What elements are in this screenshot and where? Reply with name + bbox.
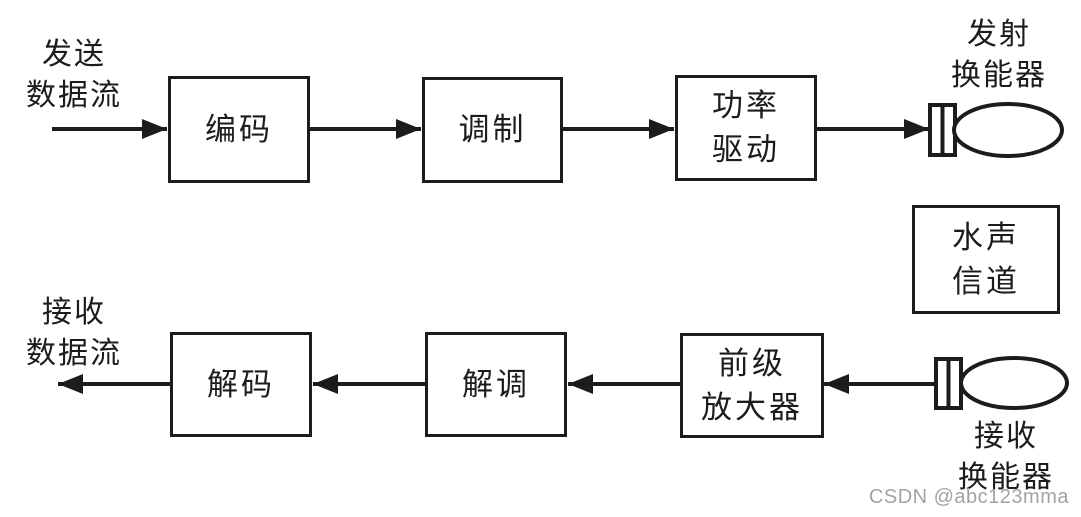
label-tx-transducer: 发射 换能器 bbox=[926, 14, 1072, 96]
label-send-data-stream: 发送 数据流 bbox=[8, 34, 140, 116]
box-demodulate-label: 解调 bbox=[462, 366, 530, 402]
label-send-data-stream-line2: 数据流 bbox=[26, 79, 122, 112]
box-modulate: 调制 bbox=[422, 77, 563, 183]
box-decode-label: 解码 bbox=[207, 366, 275, 402]
box-decode: 解码 bbox=[170, 332, 312, 437]
label-rx-transducer-line1: 接收 bbox=[974, 420, 1038, 453]
box-channel-line1: 水声 bbox=[952, 219, 1020, 255]
csdn-watermark: CSDN @abc123mma bbox=[868, 486, 1069, 508]
label-rx-transducer-line2: 换能器 bbox=[958, 461, 1054, 494]
box-demodulate: 解调 bbox=[425, 332, 567, 437]
box-power-drive-line2: 驱动 bbox=[712, 132, 780, 167]
label-receive-data-stream-line1: 接收 bbox=[42, 296, 106, 329]
box-preamp-line1: 前级 bbox=[718, 345, 786, 381]
box-preamp: 前级 放大器 bbox=[680, 333, 824, 438]
label-receive-data-stream-line2: 数据流 bbox=[26, 337, 122, 370]
box-preamp-line2: 放大器 bbox=[701, 389, 803, 425]
box-encode-label: 编码 bbox=[205, 111, 273, 147]
box-channel-line2: 信道 bbox=[952, 263, 1020, 299]
box-modulate-label: 调制 bbox=[458, 112, 527, 147]
box-channel: 水声 信道 bbox=[912, 205, 1060, 314]
tx-transducer-icon bbox=[928, 102, 1064, 158]
label-receive-data-stream: 接收 数据流 bbox=[8, 292, 140, 374]
box-power-drive-line1: 功率 bbox=[712, 88, 780, 123]
label-tx-transducer-line2: 换能器 bbox=[951, 59, 1047, 92]
label-send-data-stream-line1: 发送 bbox=[42, 38, 106, 71]
box-power-drive: 功率 驱动 bbox=[675, 75, 817, 181]
label-rx-transducer: 接收 换能器 bbox=[932, 416, 1080, 498]
box-encode: 编码 bbox=[168, 76, 310, 183]
rx-transducer-icon bbox=[934, 356, 1069, 410]
label-tx-transducer-line1: 发射 bbox=[967, 18, 1031, 51]
